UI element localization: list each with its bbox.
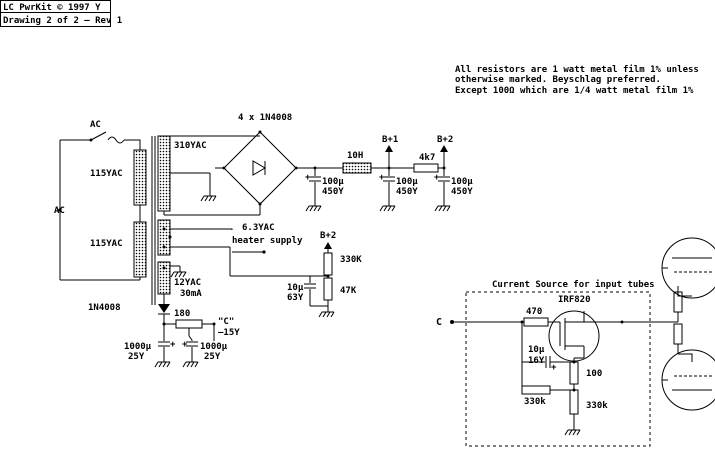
bplus1-label: B+1 xyxy=(382,135,398,145)
title-line-1: LC PwrKit © 1997 Y xyxy=(3,2,101,13)
choke xyxy=(342,162,372,174)
bridge-label: 4 x 1N4008 xyxy=(238,113,292,123)
title-line-2: Drawing 2 of 2 – Rev 1 xyxy=(3,15,122,26)
c3-v-label: 450Y xyxy=(451,187,473,197)
svg-text:+: + xyxy=(182,340,188,350)
r-4k7-label: 4k7 xyxy=(419,153,435,163)
cs-input-label: C xyxy=(436,317,442,328)
bplus2-label: B+2 xyxy=(437,135,453,145)
ac-input: AC AC xyxy=(54,120,141,281)
mosfet xyxy=(548,310,600,362)
c-1000b-val-label: 1000µ xyxy=(200,342,228,352)
c1-v-label: 450Y xyxy=(322,187,344,197)
r-100-label: 100 xyxy=(586,369,602,379)
sec-bias-i-label: 30mA xyxy=(180,289,202,299)
bias-name-label: "C" xyxy=(218,317,234,327)
r-47k-label: 47K xyxy=(340,286,357,296)
c-10u-v-label: 63Y xyxy=(287,293,304,303)
r-330k-label: 330K xyxy=(340,255,362,265)
bias-divider: B+2 330K 47K 10µ 63Y xyxy=(287,231,362,318)
title-block: LC PwrKit © 1997 Y Drawing 2 of 2 – Rev … xyxy=(0,0,122,27)
tube-top xyxy=(661,237,715,299)
current-source: Current Source for input tubes C 470 IRF… xyxy=(436,279,655,447)
note-line-1: All resistors are 1 watt metal film 1% u… xyxy=(455,64,699,75)
c-1000a-val-label: 1000µ xyxy=(124,342,152,352)
resistor-4k7 xyxy=(413,163,439,173)
cs-title-label: Current Source for input tubes xyxy=(492,279,655,290)
fuse xyxy=(107,136,125,144)
c3-val-label: 100µ xyxy=(451,177,473,187)
svg-text:+: + xyxy=(551,363,557,373)
mosfet-label: IRF820 xyxy=(558,295,591,305)
cs-cap-v-label: 16Y xyxy=(528,356,545,366)
transformer-secondary: 310YAC 6.3YAC heater supply 12YAC 30mA xyxy=(157,135,328,302)
notes: All resistors are 1 watt metal film 1% u… xyxy=(455,64,699,96)
svg-text:+: + xyxy=(305,173,311,183)
power-switch xyxy=(90,131,107,141)
r-470-label: 470 xyxy=(526,307,542,317)
diode-label: 1N4008 xyxy=(88,303,121,313)
bplus2-div-label: B+2 xyxy=(320,231,336,241)
negative-bias-supply: 1N4008 180 "C" –15Y + 1000µ 25Y + 1000µ … xyxy=(88,302,240,368)
c1-val-label: 100µ xyxy=(322,177,344,187)
svg-text:+: + xyxy=(379,173,385,183)
note-line-2: otherwise marked. Beyschlag preferred. xyxy=(455,74,661,85)
sec-heater-v-label: 6.3YAC xyxy=(242,223,275,233)
r-330k-b-label: 330k xyxy=(586,401,608,411)
input-tubes xyxy=(652,237,715,411)
svg-text:+: + xyxy=(170,340,176,350)
c-1000b-v-label: 25Y xyxy=(204,352,221,362)
svg-text:+: + xyxy=(434,173,440,183)
primary-bottom-label: 115YAC xyxy=(90,239,123,249)
sec-bias-v-label: 12YAC xyxy=(174,278,201,288)
r-180-label: 180 xyxy=(174,309,190,319)
c-10u-val-label: 10µ xyxy=(287,283,304,293)
c-1000a-v-label: 25Y xyxy=(128,352,145,362)
c2-val-label: 100µ xyxy=(396,177,418,187)
choke-label: 10H xyxy=(347,151,363,161)
bias-v-label: –15Y xyxy=(218,328,240,338)
tube-bottom xyxy=(661,349,715,411)
sec-heater-desc-label: heater supply xyxy=(232,236,303,246)
c2-v-label: 450Y xyxy=(396,187,418,197)
hv-filter: + 100µ 450Y 10H B+1 + 100µ 450Y 4k7 B+2 … xyxy=(296,135,473,212)
cs-cap-val-label: 10µ xyxy=(528,345,545,355)
transformer-primary: 115YAC 115YAC xyxy=(90,136,156,305)
r-330k-a-label: 330k xyxy=(524,397,546,407)
ac-switch-label: AC xyxy=(90,120,101,130)
primary-top-label: 115YAC xyxy=(90,169,123,179)
bridge-rectifier: 4 x 1N4008 xyxy=(215,113,298,215)
note-line-3: Except 100Ω which are 1/4 watt metal fil… xyxy=(455,85,694,96)
sec-hv-label: 310YAC xyxy=(174,141,207,151)
